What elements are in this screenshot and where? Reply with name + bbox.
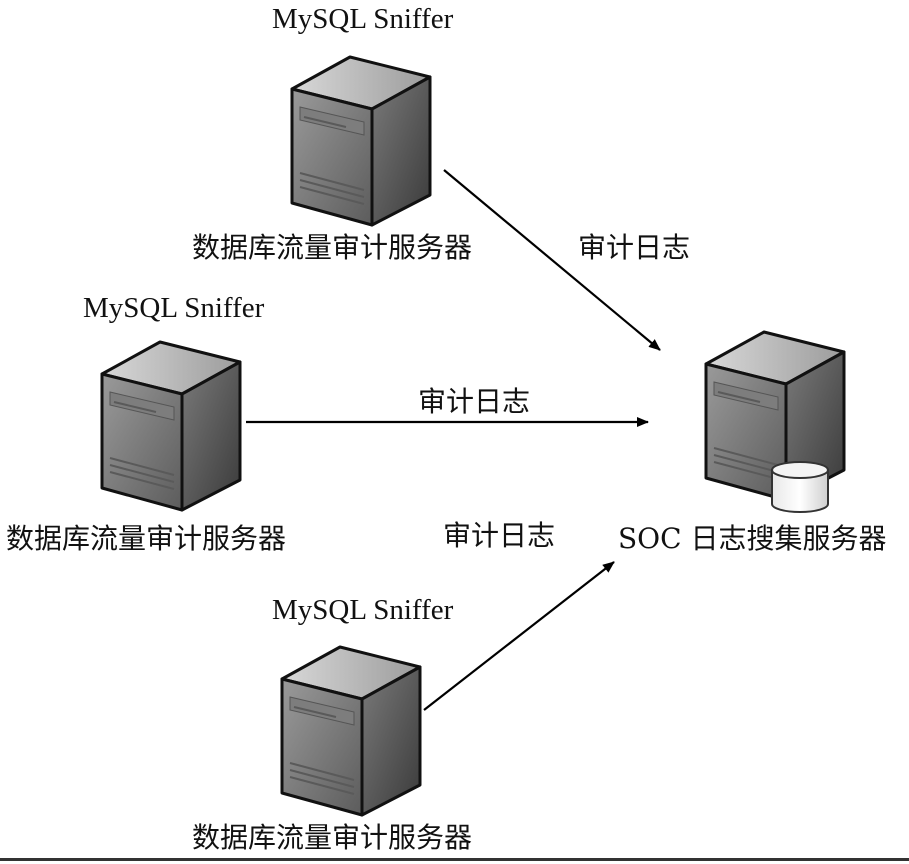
database-server-icon xyxy=(704,330,846,513)
edge-label-bottom: 审计日志 xyxy=(443,519,556,552)
top-node-tool-label: MySQL Sniffer xyxy=(272,3,454,35)
arrow-top-to-soc xyxy=(443,169,661,351)
server-tower-icon xyxy=(280,645,422,817)
bottom-divider xyxy=(0,858,909,861)
edge-label-middle: 审计日志 xyxy=(418,385,531,418)
bottom-node-name: 数据库流量审计服务器 xyxy=(192,821,473,854)
database-cylinder-icon xyxy=(771,461,829,513)
top-node-name: 数据库流量审计服务器 xyxy=(192,231,473,264)
arrow-bottom-to-soc xyxy=(423,561,615,711)
soc-node-name: SOC 日志搜集服务器 xyxy=(618,522,887,555)
server-tower-icon xyxy=(100,340,242,512)
middle-node-tool-label: MySQL Sniffer xyxy=(83,292,265,324)
bottom-node-tool-label: MySQL Sniffer xyxy=(272,594,454,626)
server-tower-icon xyxy=(290,55,432,227)
edge-label-top: 审计日志 xyxy=(578,231,691,264)
middle-node-name: 数据库流量审计服务器 xyxy=(6,522,287,555)
